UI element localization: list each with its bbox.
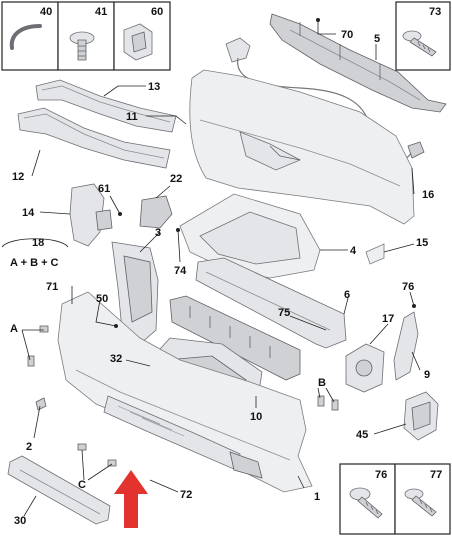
push-rivet-icon	[69, 31, 95, 61]
red-arrow-icon	[114, 470, 148, 528]
clip-A-2	[27, 355, 35, 367]
part-6-impact-beam	[195, 257, 347, 349]
callout-5: 5	[374, 33, 380, 45]
callout-15: 15	[416, 237, 428, 249]
callout-B: B	[318, 377, 326, 389]
callout-C: C	[78, 479, 86, 491]
clip-A-1	[39, 325, 49, 333]
callout-17: 17	[382, 313, 394, 325]
callouts: 70 5 13 11 12 16 22 61 14 3 74 4 15 18 A…	[10, 29, 434, 527]
inset-box-40: 40	[1, 1, 59, 71]
callout-22: 22	[170, 173, 182, 185]
inset-box-60: 60	[113, 1, 171, 71]
callout-16: 16	[422, 189, 434, 201]
callout-3: 3	[155, 227, 161, 239]
box-label-77: 77	[430, 469, 442, 481]
harness-connector	[407, 141, 425, 159]
box-label-73: 73	[429, 6, 441, 18]
callout-10: 10	[250, 411, 262, 423]
clip-B-1	[317, 395, 325, 407]
part-22-module	[139, 195, 173, 229]
callout-45: 45	[356, 429, 368, 441]
callout-75: 75	[278, 307, 290, 319]
inset-box-73: 73	[395, 1, 451, 71]
part-4-undertray	[179, 193, 321, 279]
part-45-bracket	[403, 391, 439, 441]
box-label-60: 60	[151, 6, 163, 18]
bracket-clip-icon	[123, 23, 153, 61]
part-13-upper-grille	[35, 79, 177, 133]
callout-74: 74	[174, 265, 187, 277]
callout-76: 76	[402, 281, 414, 293]
callout-61: 61	[98, 183, 110, 195]
clip-C-1	[77, 443, 87, 451]
inset-box-76: 76	[339, 463, 396, 535]
inset-box-41: 41	[57, 1, 115, 71]
callout-71: 71	[46, 281, 58, 293]
part-70-connector	[225, 18, 320, 63]
callout-30: 30	[14, 515, 26, 527]
part-9-mount	[393, 311, 419, 381]
callout-72: 72	[180, 489, 192, 501]
part-17-bracket	[345, 343, 385, 393]
callout-14: 14	[22, 207, 35, 219]
part-3-support	[111, 241, 159, 345]
clip-icon	[9, 24, 42, 50]
callout-13: 13	[148, 81, 160, 93]
callout-A: A	[10, 323, 18, 335]
part-12-lower-grille	[17, 107, 171, 169]
screw-icon	[349, 487, 383, 519]
part-5-upper-crossbar	[269, 13, 447, 113]
callout-6: 6	[344, 289, 350, 301]
leader-lines	[1, 20, 421, 517]
callout-32: 32	[110, 353, 122, 365]
callout-1: 1	[314, 491, 320, 503]
part-14-side-bracket	[69, 183, 113, 247]
inset-box-77: 77	[394, 463, 451, 535]
screw-icon	[404, 488, 437, 517]
part-1-front-bumper	[57, 291, 313, 493]
clip-C-2	[107, 459, 117, 467]
callout-4: 4	[350, 245, 357, 257]
callout-9: 9	[424, 369, 430, 381]
clip-B-2	[331, 399, 339, 411]
part-75-absorber	[169, 295, 301, 381]
box-label-76: 76	[375, 469, 387, 481]
callout-11: 11	[126, 111, 138, 123]
box-label-41: 41	[95, 6, 107, 18]
part-11-front-panel	[189, 69, 415, 225]
callout-50: 50	[96, 293, 108, 305]
part-30-lower-strip	[7, 455, 111, 525]
formula-a-b-c: A + B + C	[10, 257, 59, 269]
part-2-clip	[35, 397, 47, 411]
screw-icon	[402, 30, 437, 57]
callout-18: 18	[32, 237, 44, 249]
callout-70: 70	[341, 29, 353, 41]
part-15-cap	[365, 243, 385, 265]
callout-2: 2	[26, 441, 32, 453]
callout-12: 12	[12, 171, 24, 183]
box-label-40: 40	[40, 6, 52, 18]
